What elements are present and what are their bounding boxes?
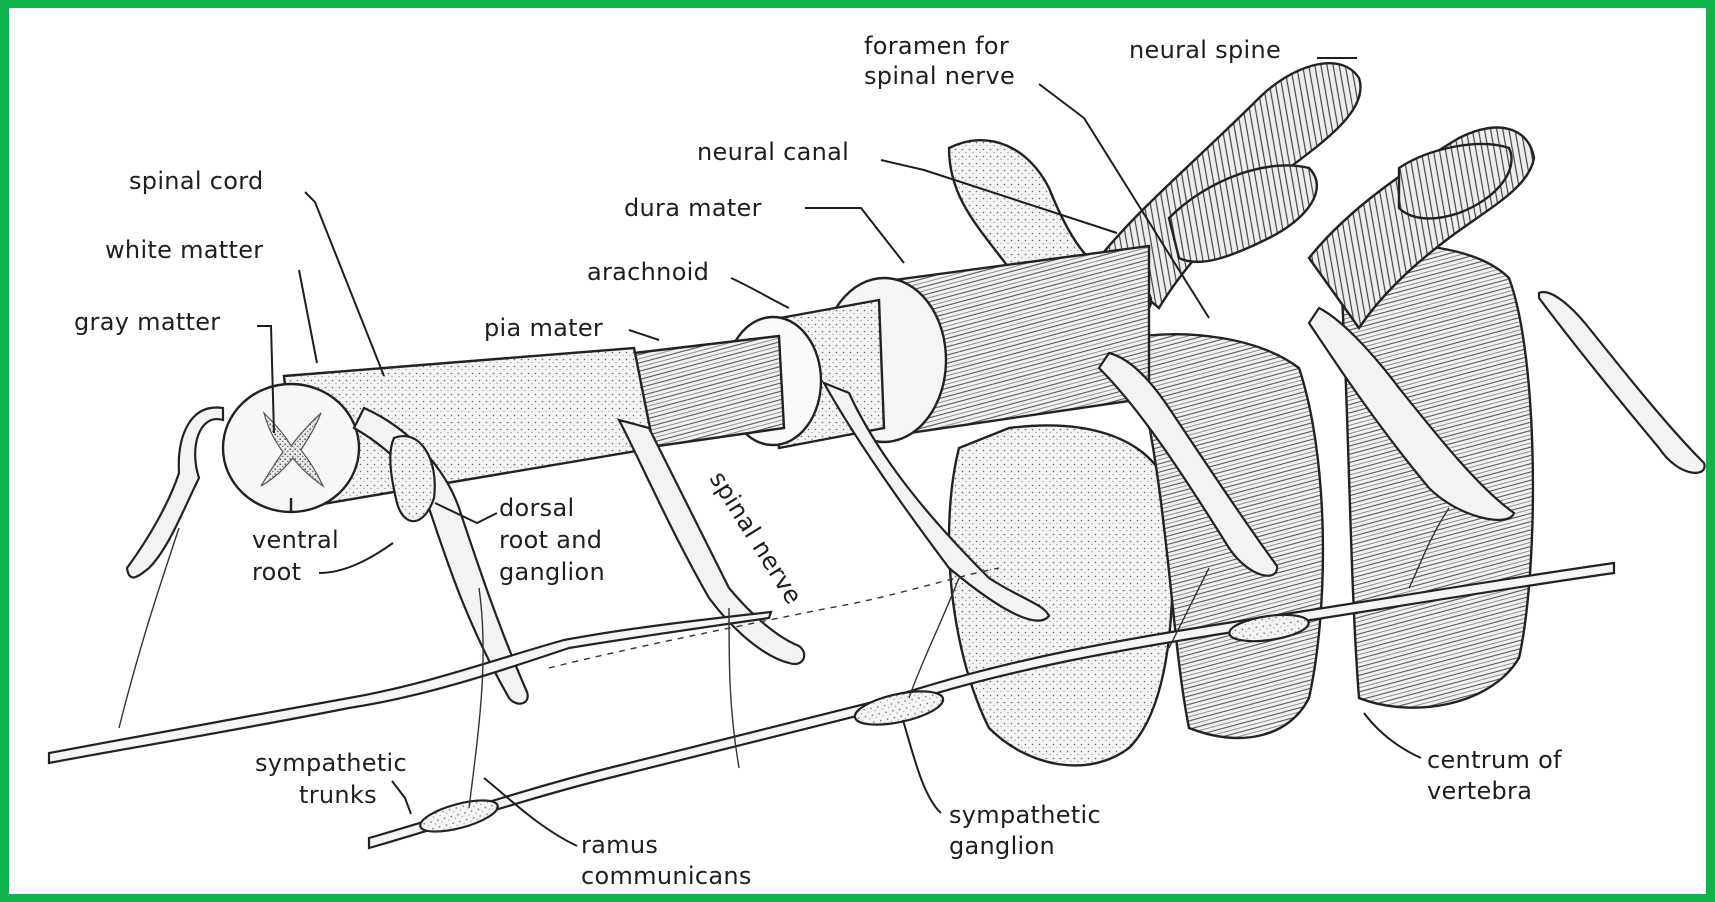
label-white-matter: white matter <box>105 236 263 264</box>
sympathetic-ganglion <box>852 685 946 731</box>
leader-trunks <box>392 781 411 814</box>
label-foramen-line1: foramen for <box>864 32 1009 60</box>
label-ventral-line2: root <box>252 558 301 586</box>
label-centrum-line1: centrum of <box>1427 746 1562 774</box>
sympathetic-ganglion-2 <box>417 794 500 838</box>
label-foramen-line2: spinal nerve <box>864 62 1015 90</box>
label-spinal-cord: spinal cord <box>129 167 263 195</box>
label-symp-trunks-line2: trunks <box>299 781 377 809</box>
label-dorsal-line1: dorsal <box>499 494 574 522</box>
label-arachnoid: arachnoid <box>587 258 709 286</box>
leader-dura <box>805 208 904 263</box>
label-gray-matter: gray matter <box>74 308 220 336</box>
spinal-cord-diagram: foramen for spinal nerve neural spine ne… <box>9 8 1706 894</box>
diagram-frame: foramen for spinal nerve neural spine ne… <box>9 8 1706 894</box>
sympathetic-trunks <box>49 563 1614 848</box>
label-symp-ganglion-line1: sympathetic <box>949 801 1101 829</box>
label-centrum-line2: vertebra <box>1427 777 1532 805</box>
label-ventral-line1: ventral <box>252 526 339 554</box>
leader-white-matter <box>299 270 317 363</box>
label-neural-canal: neural canal <box>697 138 849 166</box>
leader-arachnoid <box>731 278 789 308</box>
leader-centrum <box>1364 713 1421 758</box>
label-dorsal-line2: root and <box>499 526 602 554</box>
label-ramus-line1: ramus <box>581 831 658 859</box>
label-pia-mater: pia mater <box>484 314 603 342</box>
dorsal-root-left <box>127 408 223 578</box>
leader-spinal-cord <box>305 192 384 376</box>
spinal-nerve-right-3 <box>1539 292 1705 473</box>
label-neural-spine: neural spine <box>1129 36 1281 64</box>
label-ramus-line2: communicans <box>581 862 752 890</box>
label-symp-ganglion-line2: ganglion <box>949 832 1055 860</box>
label-dorsal-line3: ganglion <box>499 558 605 586</box>
label-symp-trunks-line1: sympathetic <box>255 749 407 777</box>
transverse-process-2 <box>1399 144 1512 218</box>
leader-pia <box>629 330 659 340</box>
leader-symp-ganglion <box>903 720 941 813</box>
label-dura-mater: dura mater <box>624 194 762 222</box>
pia-mater-tube <box>634 336 784 448</box>
sympathetic-trunk-upper <box>49 612 771 763</box>
